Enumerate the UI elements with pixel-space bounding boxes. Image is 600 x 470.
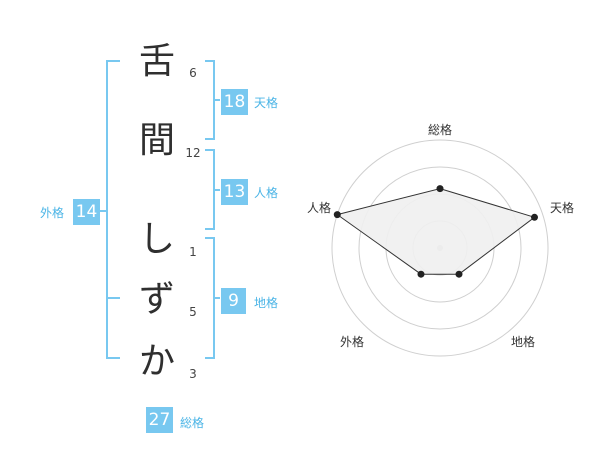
radar-point-5: [333, 211, 341, 219]
chikaku-label: 地格: [254, 296, 279, 310]
stroke-count-2: 12: [185, 146, 201, 160]
gaikaku-value: 14: [73, 199, 100, 225]
radar-label-soukaku: 総格: [428, 123, 453, 137]
name-char-3: し: [138, 219, 175, 260]
radar-label-gaikaku: 外格: [340, 335, 365, 349]
radar-ring-3: [358, 166, 522, 330]
stroke-count-5: 3: [189, 367, 197, 381]
tenkaku-value: 18: [221, 89, 248, 115]
radar-ring-4: [331, 139, 549, 357]
tenkaku-label: 天格: [254, 96, 279, 110]
name-char-5: か: [138, 341, 175, 382]
stroke-count-1: 6: [189, 66, 197, 80]
radar-point-2: [531, 213, 538, 221]
chikaku-value: 9: [221, 288, 246, 314]
jinkaku-label: 人格: [254, 186, 279, 200]
radar-label-tenkaku: 天格: [550, 201, 575, 215]
soukaku-value: 27: [146, 407, 173, 433]
jinkaku-value: 13: [221, 179, 248, 205]
name-char-1: 舌: [138, 41, 175, 82]
soukaku-label: 総格: [180, 416, 205, 430]
stroke-count-4: 5: [189, 305, 197, 319]
radar-point-3: [455, 270, 463, 278]
radar-point-4: [417, 270, 425, 278]
radar-series-area: [336, 188, 536, 275]
radar-point-1: [436, 185, 444, 193]
stroke-count-3: 1: [189, 245, 197, 259]
gaikaku-label: 外格: [40, 206, 65, 220]
radar-label-jinkaku: 人格: [307, 201, 332, 215]
gaikaku-bracket: [106, 60, 120, 359]
name-char-4: ず: [138, 279, 175, 320]
name-char-2: 間: [138, 120, 175, 161]
radar-label-chikaku: 地格: [511, 335, 536, 349]
